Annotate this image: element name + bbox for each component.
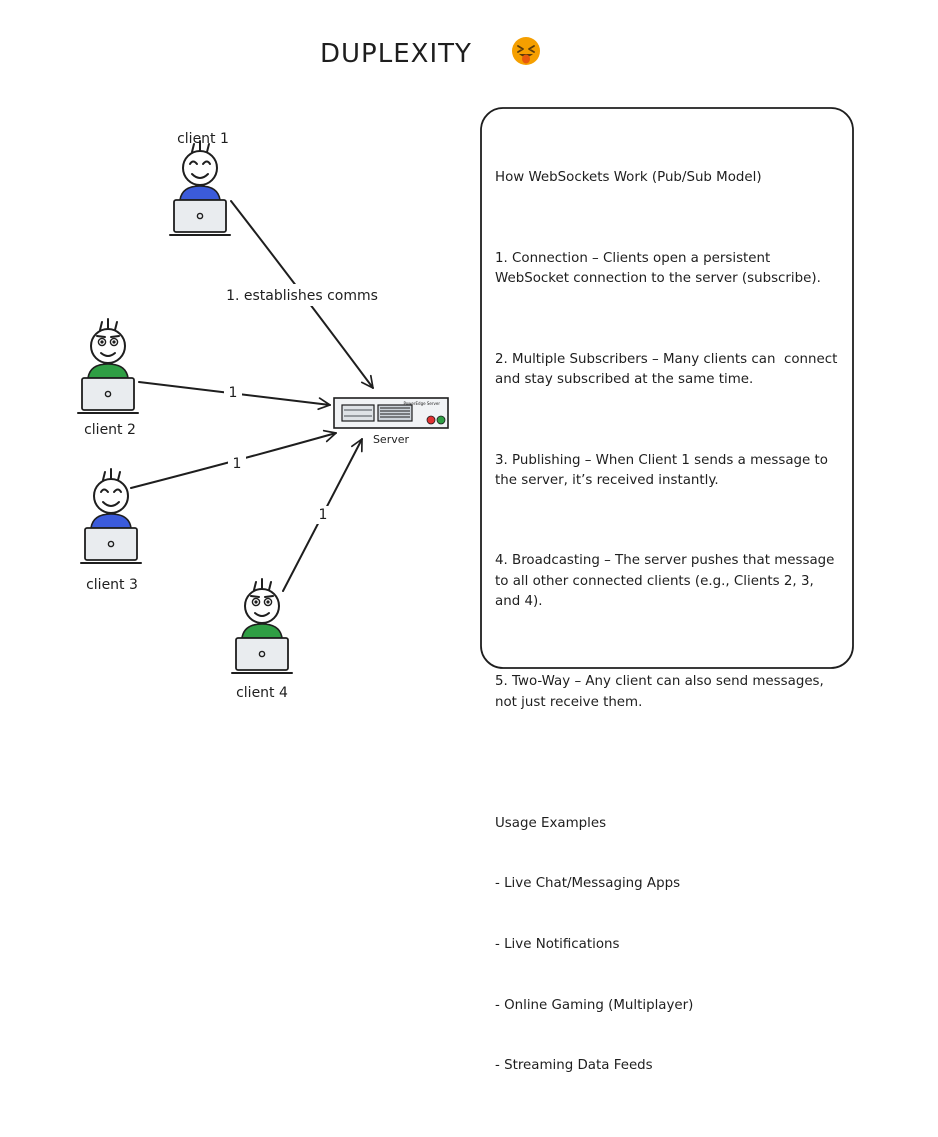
- client-3: client 3: [80, 468, 142, 593]
- page-title: DUPLEXITY: [320, 39, 472, 69]
- usage-example-item: - Streaming Data Feeds: [495, 1058, 653, 1074]
- person-laptop-icon: [231, 578, 293, 674]
- arrow-label-client3: 1: [233, 456, 242, 472]
- client-4-label: client 4: [236, 685, 288, 701]
- tongue-out-emoji-icon: [512, 37, 540, 65]
- usage-examples-heading: Usage Examples: [495, 815, 607, 831]
- person-laptop-icon: [77, 318, 139, 414]
- diagram-canvas: DUPLEXITY 1. establishes comms 1 1 1 cli…: [77, 37, 854, 701]
- usage-example-item: - Live Chat/Messaging Apps: [495, 876, 681, 892]
- arrow-label-client1: 1. establishes comms: [226, 288, 378, 304]
- server-brand: PowerEdge Server: [403, 401, 440, 406]
- info-point-2: 2. Multiple Subscribers – Many clients c…: [495, 351, 842, 388]
- person-laptop-icon: [169, 140, 231, 236]
- client-1-label: client 1: [177, 131, 229, 147]
- usage-examples: Usage Examples - Live Chat/Messaging App…: [495, 773, 840, 1116]
- client-3-label: client 3: [86, 577, 138, 593]
- info-point-5: 5. Two-Way – Any client can also send me…: [495, 674, 829, 710]
- info-card: [480, 107, 854, 669]
- arrow-label-client4: 1: [319, 507, 328, 523]
- client-2: client 2: [77, 318, 139, 438]
- person-laptop-icon: [80, 468, 142, 564]
- info-point-4: 4. Broadcasting – The server pushes that…: [495, 553, 839, 609]
- arrow-label-client2: 1: [229, 385, 238, 401]
- info-card-text: How WebSockets Work (Pub/Sub Model) 1. C…: [495, 128, 840, 1137]
- client-1: client 1: [169, 131, 231, 236]
- info-point-3: 3. Publishing – When Client 1 sends a me…: [495, 452, 833, 488]
- server-rack-icon: PowerEdge Server: [333, 397, 449, 429]
- info-point-1: 1. Connection – Clients open a persisten…: [495, 251, 821, 287]
- server: PowerEdge Server Server: [333, 397, 449, 446]
- client-4: client 4: [231, 578, 293, 701]
- client-2-label: client 2: [84, 422, 136, 438]
- server-label: Server: [373, 433, 410, 446]
- usage-example-item: - Live Notifications: [495, 936, 620, 952]
- info-heading: How WebSockets Work (Pub/Sub Model): [495, 170, 762, 186]
- usage-example-item: - Online Gaming (Multiplayer): [495, 997, 694, 1013]
